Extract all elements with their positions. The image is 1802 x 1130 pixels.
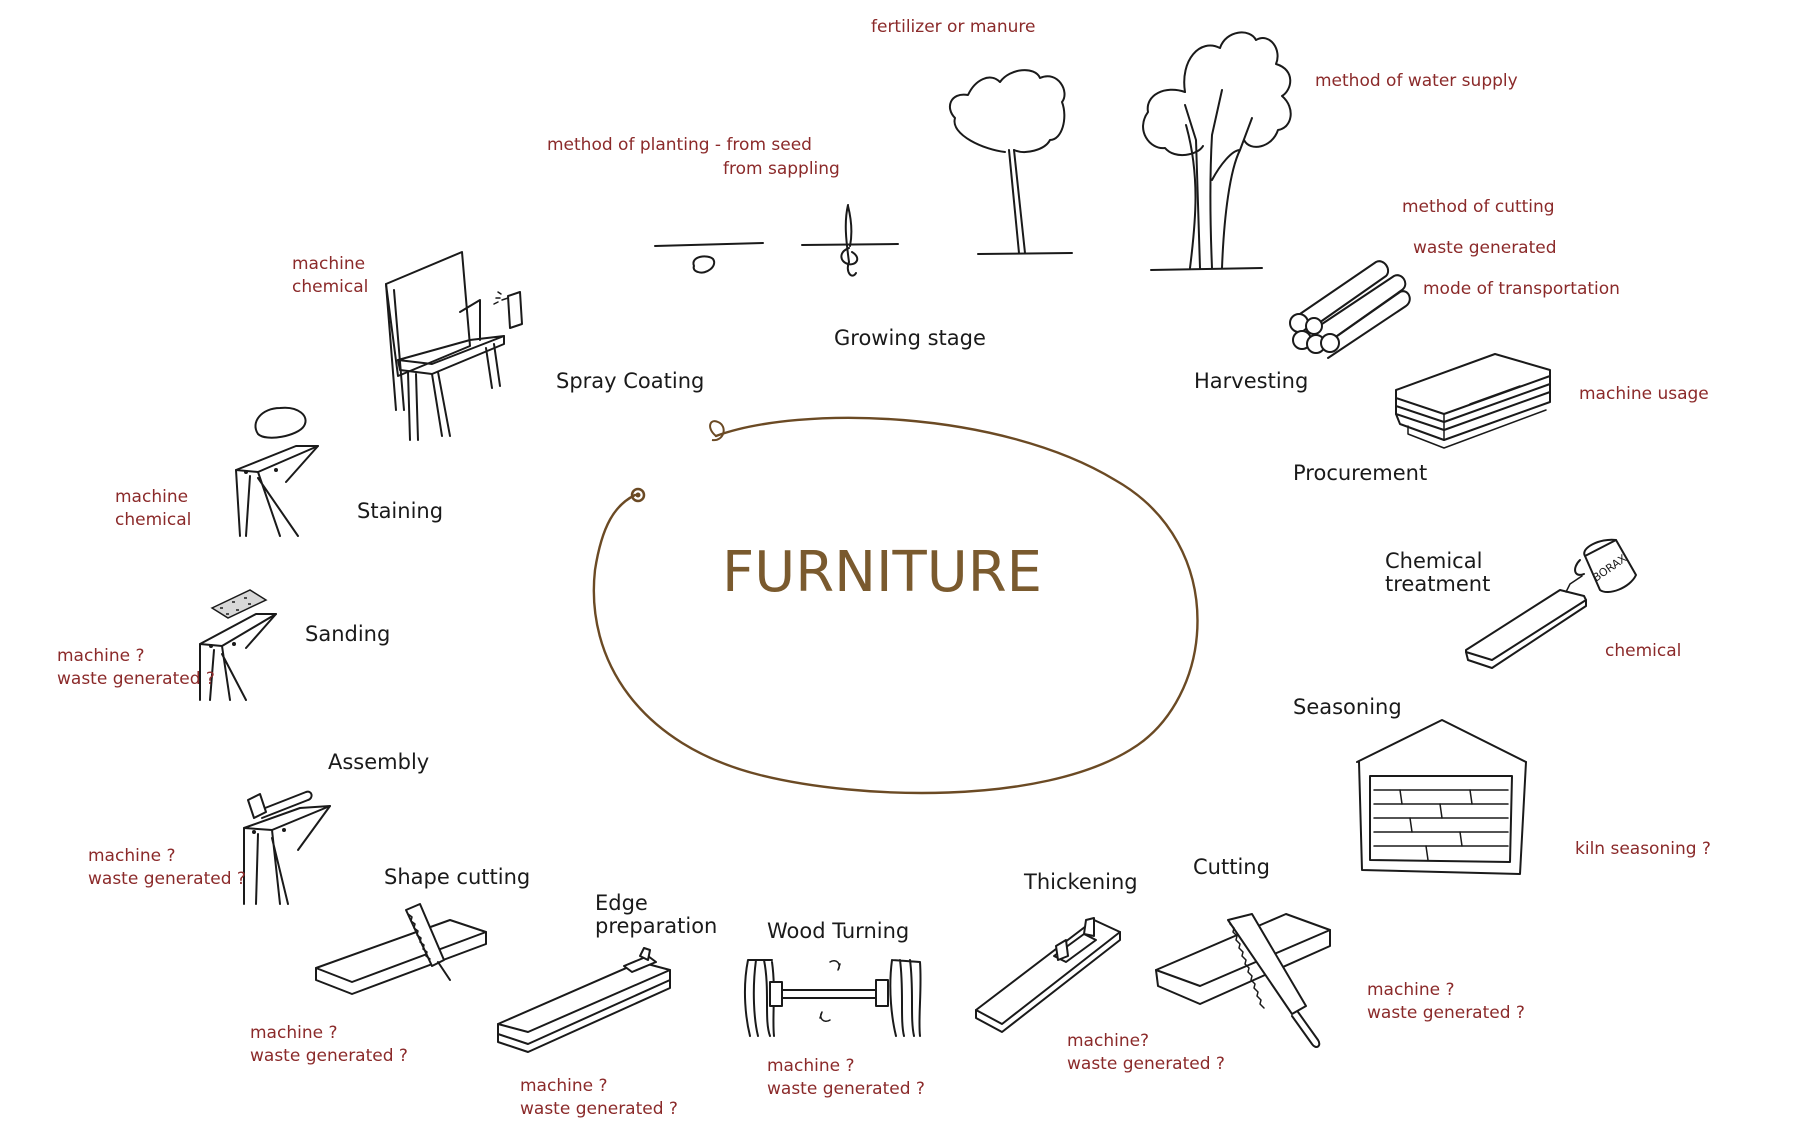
stage-wood-turning: Wood Turning [767,919,910,943]
note-turning-waste: waste generated ? [767,1079,925,1100]
hand-plane-icon [975,917,1121,1033]
note-fertilizer: fertilizer or manure [871,17,1036,37]
note-shape: machine ? waste generated ? [250,1022,408,1069]
sapling-icon [801,204,899,277]
saw-cutting-icon [1155,913,1331,1048]
big-tree-icon [1142,31,1292,271]
stage-shape-cutting: Shape cutting [384,865,531,889]
note-assembly-machine: machine ? [88,846,176,866]
note-water-supply: method of water supply [1315,71,1518,91]
stage-assembly: Assembly [328,750,430,774]
stage-procurement: Procurement [1293,461,1428,485]
note-sanding-machine: machine ? [57,646,145,666]
lathe-icon [743,959,922,1037]
note-cutting-machine: machine ? [1367,980,1455,1000]
seed-icon [654,242,764,274]
stage-chemical-treatment: Chemical treatment [1385,550,1490,595]
stage-edge-preparation: Edge preparation [595,892,717,937]
stage-chemical-line2: treatment [1385,571,1491,596]
note-shape-machine: machine ? [250,1023,338,1043]
note-staining: machine chemical [115,486,191,533]
note-machine-usage: machine usage [1579,384,1709,404]
stage-spray-coating: Spray Coating [556,369,705,393]
small-tree-icon [948,69,1073,255]
stage-harvesting: Harvesting [1194,369,1309,393]
stage-staining: Staining [357,499,444,523]
lifecycle-loop [592,416,1199,795]
note-shape-waste: waste generated ? [250,1046,408,1067]
note-thickening-machine: machine? [1067,1031,1150,1051]
borax-label: BORAX [1590,552,1629,585]
edge-plane-icon [497,947,671,1053]
logs-icon [1289,260,1411,359]
note-assembly: machine ? waste generated ? [88,845,246,892]
note-method-of-cutting: method of cutting [1402,197,1555,217]
note-spray: machine chemical [292,253,368,300]
note-cutting: machine ? waste generated ? [1367,979,1525,1026]
stage-growing: Growing stage [834,326,986,350]
planks-stack-icon [1395,353,1551,449]
note-kiln-seasoning: kiln seasoning ? [1575,839,1711,859]
note-assembly-waste: waste generated ? [88,869,246,890]
stage-thickening: Thickening [1024,870,1138,894]
note-staining-chemical: chemical [115,510,192,531]
note-thickening-waste: waste generated ? [1067,1054,1225,1075]
kiln-icon [1356,719,1527,875]
note-edge-waste: waste generated ? [520,1099,678,1120]
note-transportation: mode of transportation [1423,279,1620,299]
stage-edge-line2: preparation [595,913,718,938]
chair-spray-icon [385,251,523,441]
diagram-title: FURNITURE [722,540,1043,605]
note-sanding-waste: waste generated ? [57,669,215,690]
stage-seasoning: Seasoning [1293,695,1402,719]
note-spray-machine: machine [292,254,366,274]
stage-edge-line1: Edge [595,891,648,915]
shape-saw-icon [315,903,487,995]
note-turning-machine: machine ? [767,1056,855,1076]
note-sanding: machine ? waste generated ? [57,645,215,692]
note-edge-machine: machine ? [520,1076,608,1096]
note-cutting-waste: waste generated ? [1367,1003,1525,1024]
sandpaper-icon [199,589,277,701]
stage-sanding: Sanding [305,622,391,646]
stain-blob-icon [235,406,319,537]
note-chemical: chemical [1605,641,1682,661]
stage-cutting: Cutting [1193,855,1270,879]
note-turning: machine ? waste generated ? [767,1055,925,1102]
assembly-hammer-icon [243,790,331,905]
note-planting-seed: method of planting - from seed [547,135,812,155]
note-spray-chemical: chemical [292,277,369,298]
note-staining-machine: machine [115,487,189,507]
note-planting-sapling: from sappling [723,159,840,179]
note-edge: machine ? waste generated ? [520,1075,678,1122]
note-thickening: machine? waste generated ? [1067,1030,1225,1077]
note-waste-generated: waste generated [1413,238,1557,258]
stage-chemical-line1: Chemical [1385,549,1483,573]
